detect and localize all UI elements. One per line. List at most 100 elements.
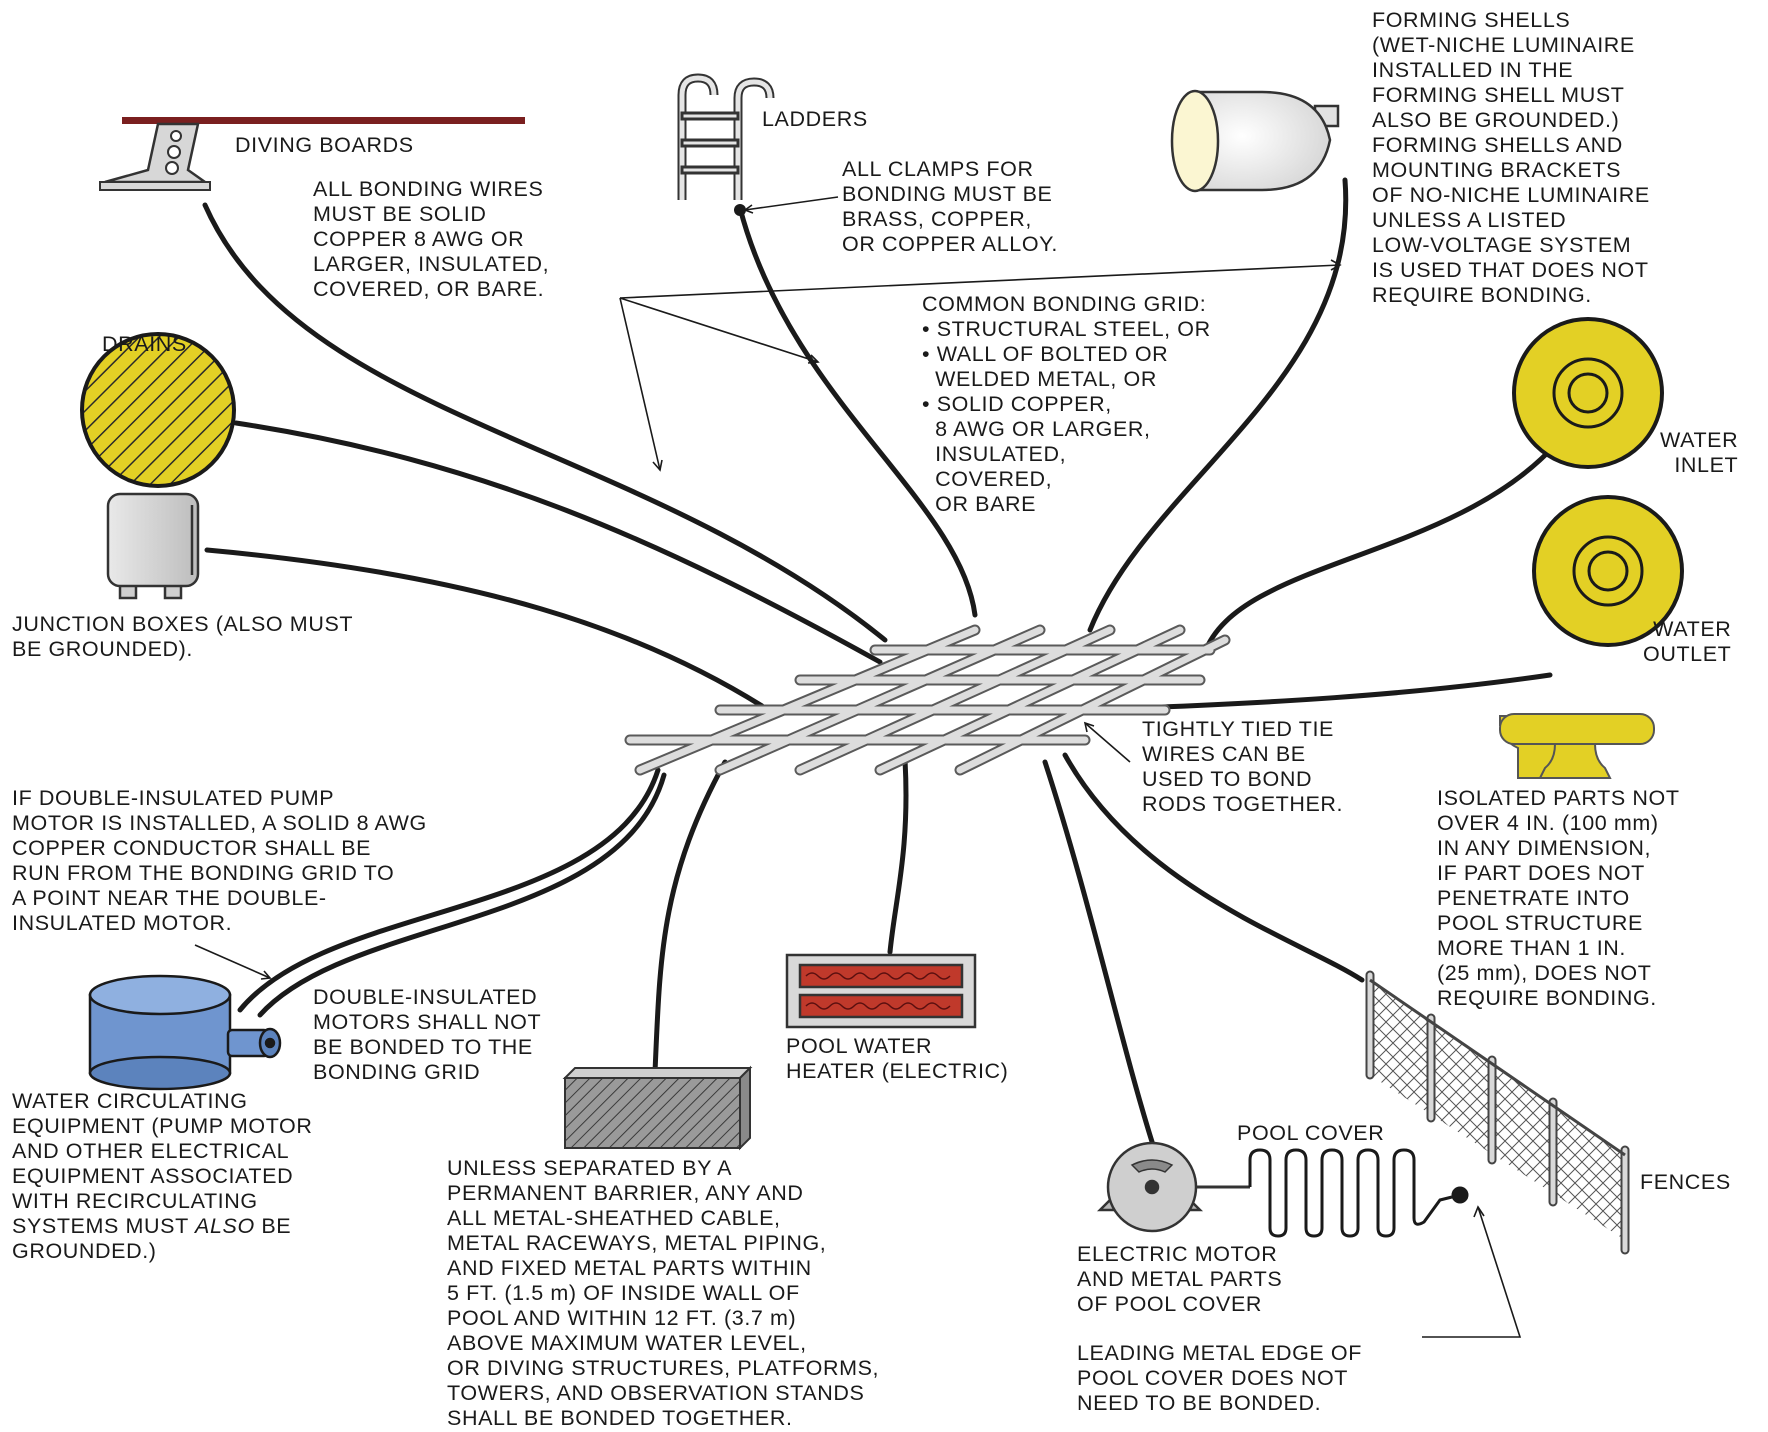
- forming-shells-line: FORMING SHELLS: [1372, 8, 1571, 32]
- forming-shells-line: IS USED THAT DOES NOT: [1372, 258, 1649, 282]
- junction-boxes-line: JUNCTION BOXES (ALSO MUST: [12, 612, 354, 636]
- wire-metal-block: [652, 759, 728, 1075]
- water-circulating-line: EQUIPMENT (PUMP MOTOR: [12, 1114, 313, 1138]
- common-grid-line: INSULATED,: [922, 442, 1067, 466]
- arrow-bonding-wire-1: [619, 297, 661, 471]
- unless-separated-line: TOWERS, AND OBSERVATION STANDS: [447, 1381, 865, 1405]
- wire-forming-shell: [1087, 177, 1349, 633]
- wire-diving-board: [202, 202, 888, 643]
- forming-shell-icon: [1170, 89, 1340, 193]
- unless-separated-line: UNLESS SEPARATED BY A: [447, 1156, 733, 1180]
- arrow-double-insulated: [194, 944, 271, 979]
- arrow-clamp: [744, 196, 839, 211]
- wire-junction-box: [204, 547, 765, 709]
- electric-motor-line: AND METAL PARTS: [1077, 1267, 1283, 1291]
- common-grid-line: COVERED,: [922, 467, 1053, 491]
- water-circulating-line: WATER CIRCULATING: [12, 1089, 248, 1113]
- cover-motor-icon: [1096, 1141, 1250, 1233]
- forming-shells-line: FORMING SHELLS AND: [1372, 133, 1623, 157]
- water-circulating-line: EQUIPMENT ASSOCIATED: [12, 1164, 294, 1188]
- forming-shells-line: LOW-VOLTAGE SYSTEM: [1372, 233, 1632, 257]
- double-insulated-motors-line: MOTORS SHALL NOT: [313, 1010, 542, 1034]
- tie-wires-line: USED TO BOND: [1142, 767, 1313, 791]
- water-circulating-line: WITH RECIRCULATING: [12, 1189, 258, 1213]
- clamps-line: BRASS, COPPER,: [842, 207, 1033, 231]
- bonding-wires-line: ALL BONDING WIRES: [313, 177, 544, 201]
- isolated-parts-line: MORE THAN 1 IN.: [1437, 936, 1626, 960]
- tie-wires-line: WIRES CAN BE: [1142, 742, 1306, 766]
- unless-separated-line: 5 FT. (1.5 m) OF INSIDE WALL OF: [447, 1281, 800, 1305]
- wire-drain: [233, 420, 883, 665]
- common-grid-line: • STRUCTURAL STEEL, OR: [922, 317, 1211, 341]
- arrow-leading-edge: [1422, 1206, 1522, 1338]
- pool-heater-line: HEATER (ELECTRIC): [786, 1059, 1009, 1083]
- bonding-wires-line: MUST BE SOLID: [313, 202, 487, 226]
- common-grid-line: OR BARE: [922, 492, 1037, 516]
- unless-separated-line: OR DIVING STRUCTURES, PLATFORMS,: [447, 1356, 880, 1380]
- clamps-line: ALL CLAMPS FOR: [842, 157, 1034, 181]
- forming-shells-line: MOUNTING BRACKETS: [1372, 158, 1622, 182]
- bonding-grid-icon: [624, 624, 1231, 776]
- double-insulated-motors-line: BONDING GRID: [313, 1060, 481, 1084]
- double-insulated-pump-line: MOTOR IS INSTALLED, A SOLID 8 AWG: [12, 811, 427, 835]
- isolated-parts-line: (25 mm), DOES NOT: [1437, 961, 1652, 985]
- bonding-wires-line: COVERED, OR BARE.: [313, 277, 545, 301]
- forming-shells-line: FORMING SHELL MUST: [1372, 83, 1625, 107]
- ladders-line: LADDERS: [762, 107, 868, 131]
- common-grid-label: COMMON BONDING GRID:• STRUCTURAL STEEL, …: [922, 292, 1211, 517]
- forming-shells-line: REQUIRE BONDING.: [1372, 283, 1592, 307]
- fence-icon: [1365, 970, 1630, 1255]
- wire-water-inlet: [1202, 442, 1558, 655]
- forming-shells-line: OF NO-NICHE LUMINAIRE: [1372, 183, 1650, 207]
- fences-label: FENCES: [1640, 1170, 1731, 1195]
- diving-boards-line: DIVING BOARDS: [235, 133, 414, 157]
- fences-line: FENCES: [1640, 1170, 1731, 1194]
- electric-motor-line: ELECTRIC MOTOR: [1077, 1242, 1278, 1266]
- arrow-bonding-wire-2: [619, 297, 819, 363]
- water-circulating-post: BE: [254, 1214, 292, 1238]
- wire-pump-1: [237, 767, 661, 1013]
- water-inlet-icon: [1512, 317, 1664, 469]
- double-insulated-motors-line: DOUBLE-INSULATED: [313, 985, 538, 1009]
- diving-boards-label: DIVING BOARDS: [235, 133, 414, 158]
- leading-edge-line: POOL COVER DOES NOT: [1077, 1366, 1349, 1390]
- water-circulating-pre: SYSTEMS MUST: [12, 1214, 196, 1238]
- bonding-wires-line: COPPER 8 AWG OR: [313, 227, 525, 251]
- isolated-parts-line: IF PART DOES NOT: [1437, 861, 1645, 885]
- pool-cover-line: POOL COVER: [1237, 1121, 1385, 1145]
- unless-separated-line: ALL METAL-SHEATHED CABLE,: [447, 1206, 781, 1230]
- water-circulating-last: GROUNDED.): [12, 1239, 157, 1263]
- isolated-parts-line: ISOLATED PARTS NOT: [1437, 786, 1680, 810]
- isolated-parts-line: REQUIRE BONDING.: [1437, 986, 1657, 1010]
- pool-heater-line: POOL WATER: [786, 1034, 933, 1058]
- bonding-wires: [202, 177, 1558, 1148]
- clamps-line: OR COPPER ALLOY.: [842, 232, 1058, 256]
- water-inlet-line: INLET: [1674, 453, 1739, 477]
- double-insulated-pump-line: COPPER CONDUCTOR SHALL BE: [12, 836, 372, 860]
- isolated-part-icon: [1498, 713, 1655, 779]
- unless-separated-line: METAL RACEWAYS, METAL PIPING,: [447, 1231, 827, 1255]
- junction-boxes-line: BE GROUNDED).: [12, 637, 194, 661]
- common-grid-line: • WALL OF BOLTED OR: [922, 342, 1169, 366]
- arrow-bonding-wire-3: [619, 264, 1341, 299]
- unless-separated-line: ABOVE MAXIMUM WATER LEVEL,: [447, 1331, 807, 1355]
- ladder-icon: [677, 73, 775, 216]
- pump-motor-icon: [88, 974, 282, 1091]
- unless-separated-line: PERMANENT BARRIER, ANY AND: [447, 1181, 804, 1205]
- unless-separated-line: SHALL BE BONDED TOGETHER.: [447, 1406, 793, 1430]
- common-grid-line: WELDED METAL, OR: [922, 367, 1157, 391]
- pool-cover-label: POOL COVER: [1237, 1121, 1384, 1146]
- water-outlet-line: OUTLET: [1643, 642, 1732, 666]
- arrow-tie-wire: [1084, 722, 1131, 763]
- pool-cover-coil-icon: [1248, 1148, 1469, 1238]
- metal-block-icon: [562, 1065, 753, 1151]
